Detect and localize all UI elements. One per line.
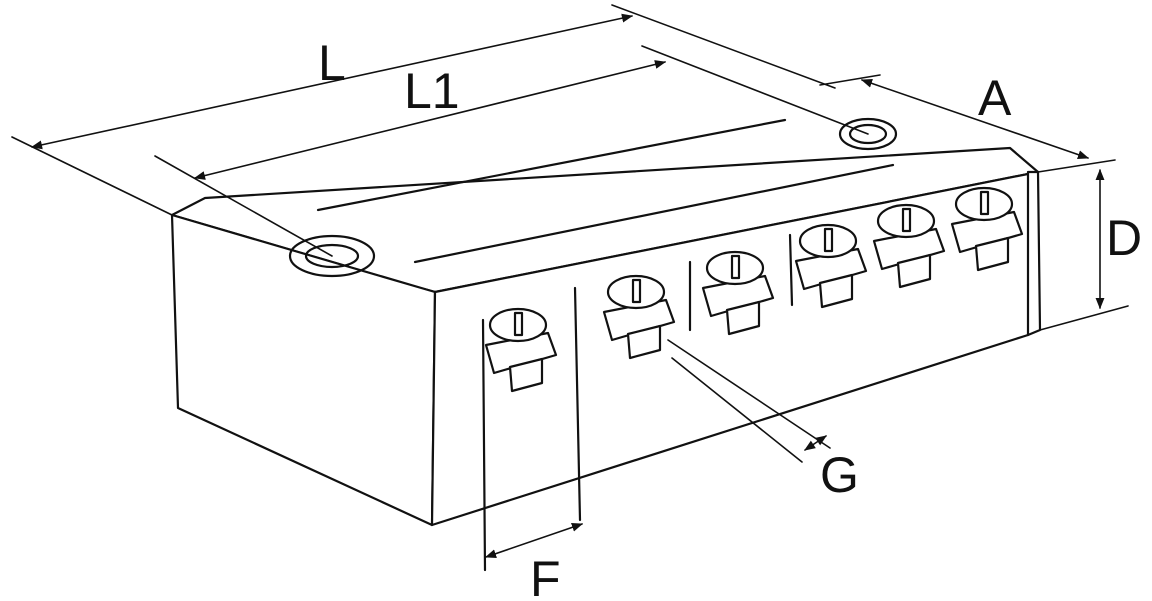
dimension-line-F	[484, 523, 584, 558]
terminal-2	[602, 274, 676, 360]
terminal-5	[872, 203, 946, 289]
screw-slot	[823, 227, 834, 253]
channel-divider-4	[788, 233, 794, 307]
label-L: L	[318, 35, 346, 91]
terminal-tab	[974, 236, 1010, 272]
terminal-tab	[896, 253, 932, 289]
screw-slot	[979, 190, 990, 216]
terminal-tab	[626, 324, 662, 360]
terminal-tab	[725, 300, 761, 336]
label-D: D	[1106, 210, 1142, 266]
terminal-group	[484, 186, 1024, 393]
channel-divider-1	[573, 286, 582, 522]
block-right-face	[1026, 170, 1042, 337]
terminal-4	[794, 223, 868, 309]
mounting-hole-left	[288, 234, 376, 278]
terminal-3	[701, 250, 775, 336]
channel-divider-2	[481, 318, 487, 572]
top-groove-2	[413, 163, 895, 264]
dimension-line-G	[804, 435, 827, 451]
terminal-tab	[508, 357, 544, 393]
label-L1: L1	[404, 63, 460, 119]
screw-slot	[513, 311, 524, 337]
dimension-line-A	[860, 79, 1090, 159]
terminal-6	[950, 186, 1024, 272]
label-G: G	[820, 447, 859, 503]
label-F: F	[530, 551, 561, 601]
terminal-tab	[818, 273, 854, 309]
screw-slot	[901, 207, 912, 233]
label-A: A	[978, 70, 1012, 126]
dimension-lines	[11, 4, 1129, 558]
screw-slot	[730, 254, 741, 280]
screw-slot	[631, 278, 642, 304]
dimension-line-L1	[193, 60, 667, 180]
terminal-1	[484, 307, 558, 393]
block-body	[170, 117, 1042, 572]
